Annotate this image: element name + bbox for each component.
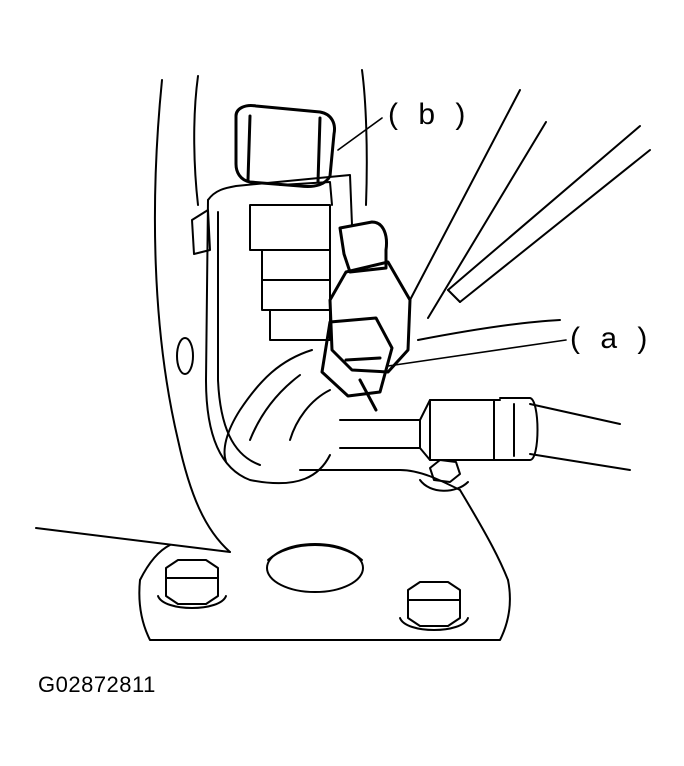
sensor-body bbox=[249, 181, 333, 341]
figure-id: G02872811 bbox=[38, 672, 156, 697]
mounting-bolt-right bbox=[399, 581, 469, 631]
leader-line-a bbox=[387, 339, 567, 367]
connector-a bbox=[320, 220, 412, 412]
small-bolt bbox=[419, 459, 469, 492]
wire-harness bbox=[223, 349, 631, 471]
leader-lines bbox=[337, 117, 567, 367]
bracket-plate bbox=[176, 174, 353, 485]
background-lines bbox=[35, 69, 651, 553]
nut-b bbox=[234, 104, 336, 188]
leader-line-b bbox=[337, 117, 383, 151]
callout-label-b: ( b ) bbox=[388, 98, 472, 131]
callout-label-a: ( a ) bbox=[570, 322, 654, 355]
mounting-bolt-left bbox=[157, 559, 227, 609]
lower-bracket bbox=[138, 469, 511, 641]
